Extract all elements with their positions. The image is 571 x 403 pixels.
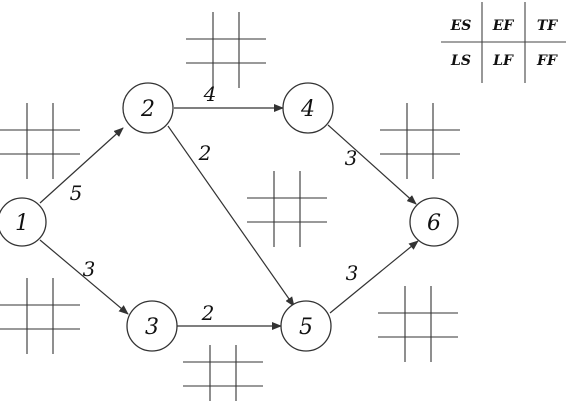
legend-tf: TF [537,18,558,34]
edge-4-6 [327,124,417,205]
legend-table: ES EF TF LS LF FF [441,2,566,83]
node-1: 1 [0,197,47,247]
legend-ff: FF [536,53,558,69]
node-2: 2 [122,82,174,134]
time-parameter-grid [380,103,460,179]
edge-label-2-5: 2 [198,141,212,165]
legend-lf: LF [492,53,514,69]
legend-es: ES [450,18,472,34]
time-parameter-grid [0,278,80,354]
node-3-label: 3 [145,315,159,340]
node-6-label: 6 [427,211,441,236]
time-parameter-grid [378,286,458,362]
time-parameter-grid [247,171,327,247]
legend-ls: LS [450,53,471,69]
edge-label-4-6: 3 [345,146,358,170]
time-parameter-grid [0,103,80,179]
node-6-circle [409,197,459,247]
node-5: 5 [280,300,332,352]
node-4: 4 [282,82,334,134]
edge-1-3 [39,239,129,315]
edge-labels: 5 3 4 2 2 3 3 [70,82,359,325]
node-2-label: 2 [140,97,155,122]
node-2-circle [122,82,174,134]
edge-label-1-2: 5 [70,181,83,205]
edge-label-5-6: 3 [346,261,359,285]
time-parameter-grid [186,12,266,88]
edges [39,104,419,330]
node-1-circle [0,197,47,247]
time-parameter-grid [183,345,263,401]
node-5-circle [280,300,332,352]
edge-label-3-5: 2 [201,301,215,325]
node-4-label: 4 [300,97,315,122]
edge-label-1-3: 3 [83,257,96,281]
node-4-circle [282,82,334,134]
node-5-label: 5 [299,315,313,340]
node-3-circle [126,300,178,352]
edge-5-6 [329,240,419,314]
edge-2-5 [167,125,295,307]
edge-1-2 [39,127,124,204]
node-6: 6 [409,197,459,247]
legend-ef: EF [492,18,515,34]
node-1-label: 1 [15,211,29,236]
edge-label-2-4: 4 [203,82,217,106]
node-3: 3 [126,300,178,352]
